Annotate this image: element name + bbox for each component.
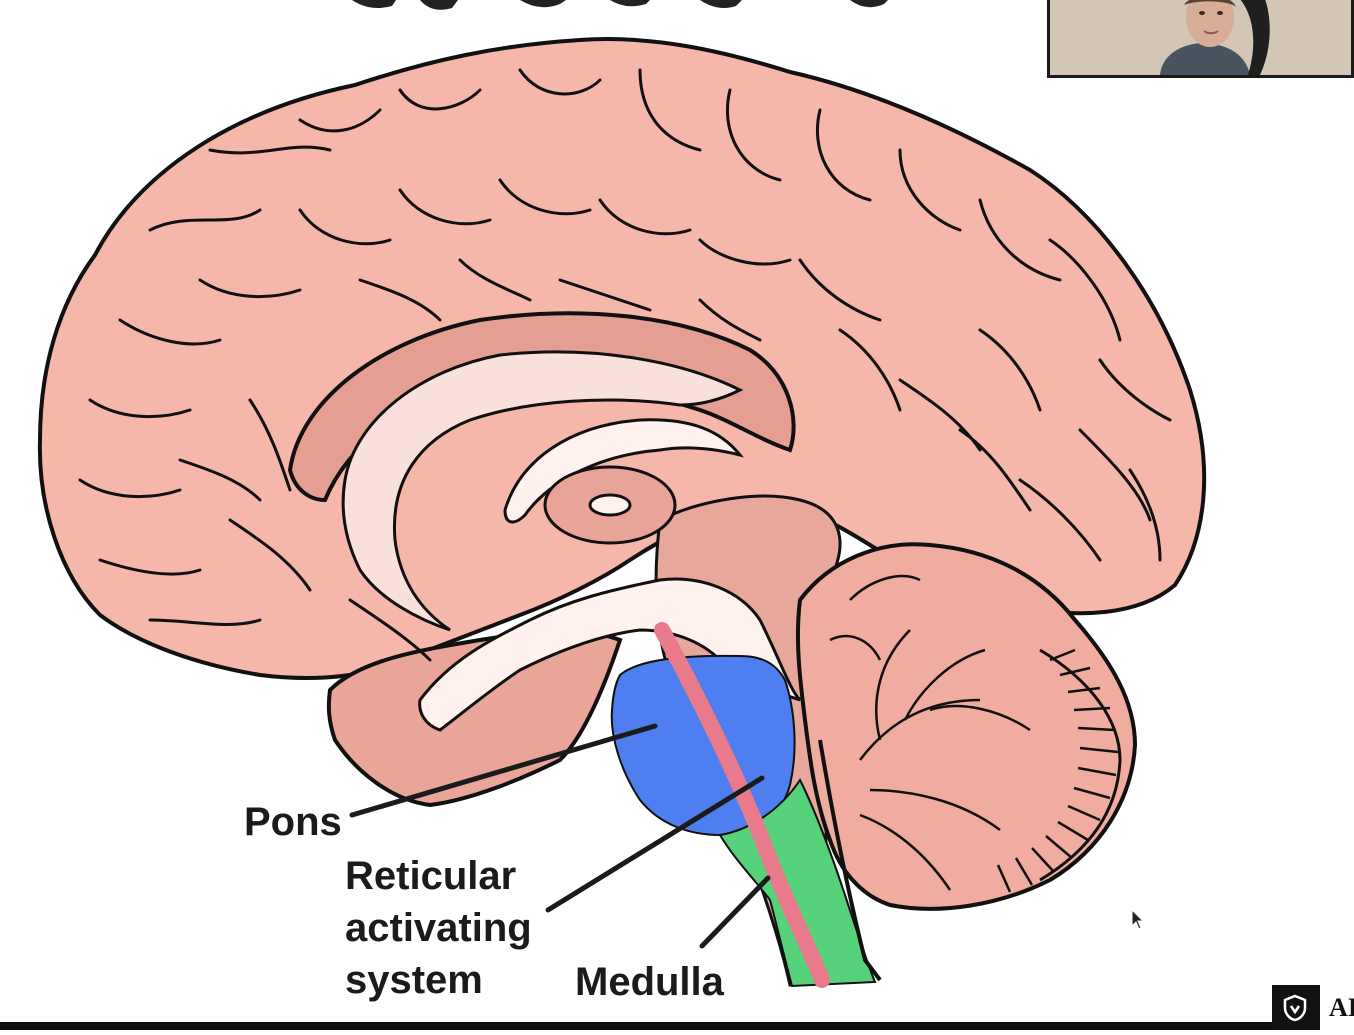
leader-lines — [349, 723, 771, 949]
pons-leader — [349, 723, 658, 818]
bottom-bar — [0, 1022, 1354, 1030]
ras-label-line-3: system — [345, 958, 483, 1002]
pons — [610, 654, 796, 837]
reticular-activating-system-label: Reticular activating system — [345, 850, 532, 1006]
cortical-folds — [78, 68, 1172, 662]
fourth-ventricle-edge — [818, 739, 882, 982]
presenter-video — [1050, 0, 1351, 75]
fornix — [503, 418, 744, 524]
cerebellum — [795, 542, 1138, 911]
medulla-leader — [699, 875, 771, 949]
cut-off-title — [352, 0, 888, 10]
ras-leader — [545, 775, 765, 913]
badge-text: AI — [1320, 985, 1354, 1030]
pons-label: Pons — [244, 800, 342, 844]
reticular-activating-system — [654, 622, 830, 988]
channel-badge[interactable]: AI — [1272, 985, 1354, 1030]
ras-label-line-2: activating — [345, 906, 532, 950]
shield-logo-icon — [1272, 985, 1318, 1030]
medulla-label: Medulla — [575, 960, 724, 1004]
presenter-webcam[interactable] — [1047, 0, 1354, 78]
septum-region — [341, 350, 744, 632]
ras-label-line-1: Reticular — [345, 854, 517, 898]
mouse-cursor-icon — [1131, 908, 1145, 936]
thalamus — [543, 465, 677, 545]
